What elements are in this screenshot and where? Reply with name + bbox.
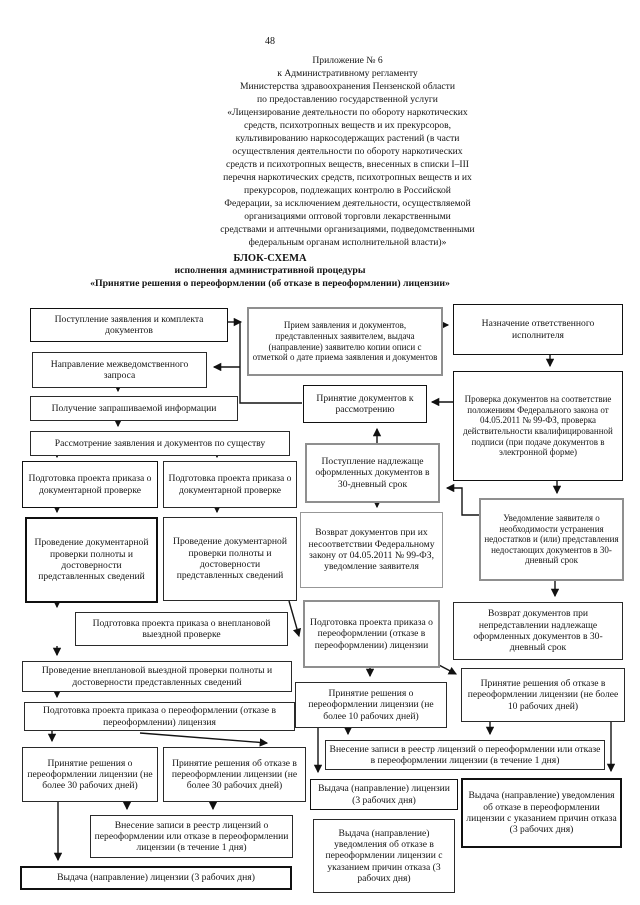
flow-box-reissue-decision-10days: Принятие решения о переоформлении лиценз… [295,682,447,728]
header-line: организациями оптовой торговли лекарстве… [244,211,451,222]
page-number: 48 [265,36,275,47]
flow-box-document-check: Проверка документов на соответствие поло… [453,371,623,481]
flow-box-refusal-decision-30days: Принятие решения об отказе в переоформле… [163,747,306,802]
flow-box-license-issue-middle: Выдача (направление) лицензии (3 рабочих… [310,779,458,810]
header-line: осуществления деятельности по обороту на… [232,146,463,157]
flow-box-refusal-notice-right: Выдача (направление) уведомления об отка… [461,778,622,848]
flow-box-application-received: Поступление заявления и комплекта докуме… [30,308,228,342]
flow-box-interagency-request: Направление межведомственного запроса [32,352,207,388]
header-line: прекурсоров, подлежащих контролю в Росси… [244,185,451,196]
header-line: к Административному регламенту [277,68,418,79]
flow-box-review-on-merits: Рассмотрение заявления и документов по с… [30,431,290,456]
flow-box-doc-check-conduct-left: Проведение документарной проверки полнот… [25,517,158,603]
header-line: перечня наркотических средств, психотроп… [223,172,472,183]
flow-box-doc-check-conduct-right: Проведение документарной проверки полнот… [163,517,297,601]
flow-box-return-docs-not-submitted: Возврат документов при непредставлении н… [453,602,623,660]
flow-box-reissue-order-draft: Подготовка проекта приказа о переоформле… [303,600,440,668]
header-line: федеральным органам исполнительной власт… [248,237,447,248]
flow-box-refusal-notice-middle: Выдача (направление) уведомления об отка… [313,819,455,893]
appendix-header: Приложение № 6 к Административному регла… [115,54,580,249]
header-line: Приложение № 6 [312,55,383,66]
flow-box-refusal-decision-10days: Принятие решения об отказе в переоформле… [461,668,625,722]
flowchart-title-main: БЛОК-СХЕМА [233,253,307,264]
flow-box-registry-entry-left: Внесение записи в реестр лицензий о пере… [90,815,293,858]
header-line: Министерства здравоохранения Пензенской … [240,81,455,92]
flow-box-license-issue-left: Выдача (направление) лицензии (3 рабочих… [20,866,292,890]
flow-box-notify-deficiencies: Уведомление заявителя о необходимости ус… [479,498,624,581]
flow-box-accept-for-review: Принятие документов к рассмотрению [303,385,427,423]
flow-box-assign-executor: Назначение ответственного исполнителя [453,304,623,355]
flowchart-title-procedure: «Принятие решения о переоформлении (об о… [90,278,450,289]
flow-box-doc-check-order-left: Подготовка проекта приказа о документарн… [22,461,158,508]
header-line: средств, психотропных веществ и их преку… [243,120,452,131]
header-line: средств и психотропных веществ, внесенны… [225,159,469,170]
flow-box-info-received: Получение запрашиваемой информации [30,396,238,421]
flowchart-title-sub: исполнения административной процедуры [174,265,366,276]
header-line: «Лицензирование деятельности по обороту … [227,107,468,118]
flow-box-reissue-order-draft-left: Подготовка проекта приказа о переоформле… [24,702,295,731]
header-line: культивированию наркосодержащих растений… [235,133,460,144]
header-line: Федерации, за исключением деятельности, … [224,198,471,209]
flow-box-registry-entry: Внесение записи в реестр лицензий о пере… [325,740,605,770]
flow-box-field-check-conduct: Проведение внеплановой выездной проверки… [22,661,292,692]
flow-box-doc-check-order-right: Подготовка проекта приказа о документарн… [163,461,297,508]
header-line: по предоставлению государственной услуги [257,94,438,105]
flow-box-reissue-decision-30days: Принятие решения о переоформлении лиценз… [22,747,158,802]
flowchart-title: БЛОК-СХЕМА исполнения административной п… [0,252,540,290]
flow-box-proper-docs-received: Поступление надлежаще оформленных докуме… [305,443,440,503]
header-line: средствами и аптечными организациями, по… [220,224,475,235]
flow-box-field-check-order: Подготовка проекта приказа о внеплановой… [75,612,288,646]
flow-box-acceptance: Прием заявления и документов, представле… [247,307,443,376]
flow-box-return-docs-nonconforming: Возврат документов при их несоответствии… [300,512,443,588]
